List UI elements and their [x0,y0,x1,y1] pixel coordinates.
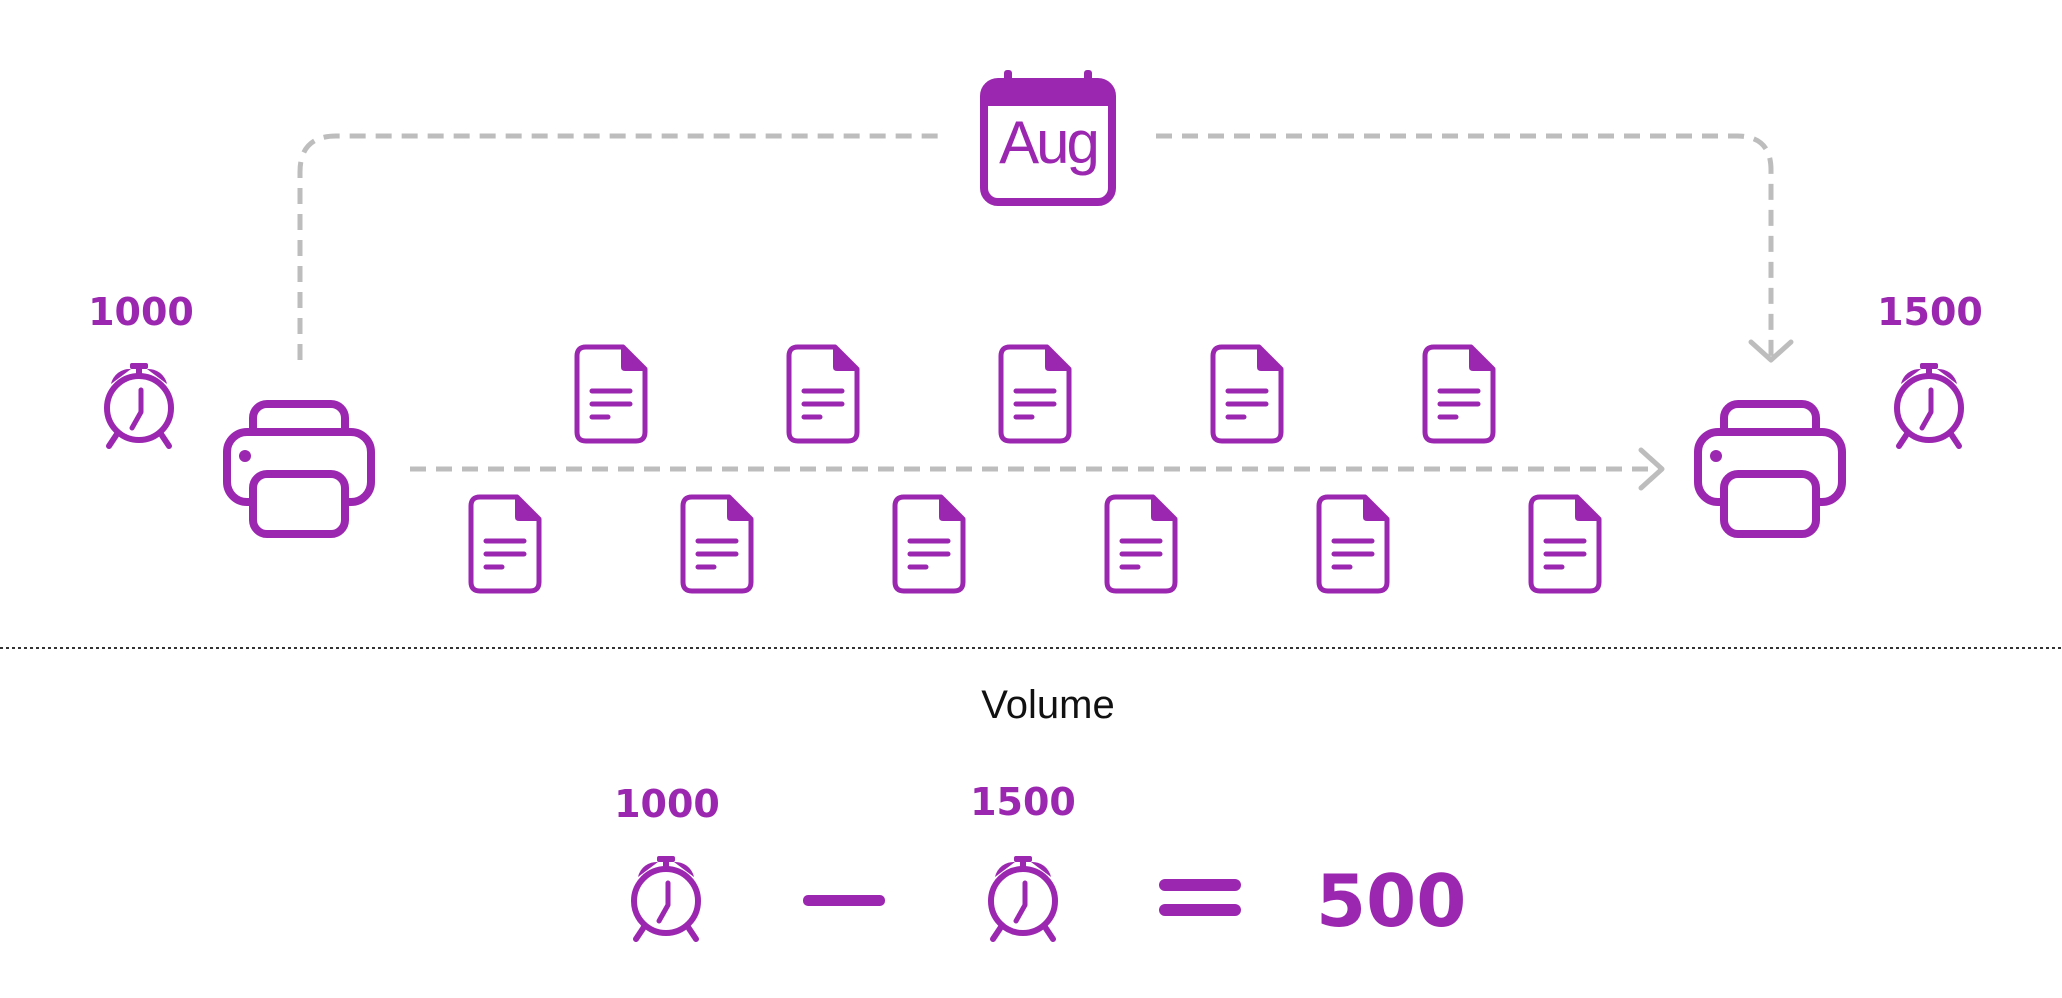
alarm-clock-icon [107,363,171,446]
calendar-month: Aug [999,109,1097,176]
connector-left-to-calendar [297,133,940,360]
minus-icon [803,895,885,906]
alarm-clock-icon [634,856,698,939]
formula-right-value: 1500 [970,780,1076,824]
arrowhead-down-icon [1748,339,1794,363]
equals-icon [1159,879,1241,916]
connector-calendar-to-right [1156,133,1774,358]
alarm-clock-icon [1897,363,1961,446]
formula-result: 500 [1316,859,1466,943]
volume-title: Volume [981,683,1114,727]
document-icon [683,497,751,591]
document-icon [1319,497,1387,591]
document-icon [895,497,963,591]
document-icon [1531,497,1599,591]
document-icon [577,347,645,441]
arrowhead-right-icon [1638,447,1665,491]
calendar-icon: Aug [980,70,1116,206]
formula-left-value: 1000 [614,782,720,826]
document-icon [471,497,539,591]
source-printer-icon [227,404,371,534]
right-counter-value: 1500 [1877,290,1983,334]
document-icon [1425,347,1493,441]
alarm-clock-icon [991,856,1055,939]
document-icon [1107,497,1175,591]
document-icon [1001,347,1069,441]
target-printer-icon [1698,404,1842,534]
left-counter-value: 1000 [88,290,194,334]
document-icon [1213,347,1281,441]
document-icon [789,347,857,441]
